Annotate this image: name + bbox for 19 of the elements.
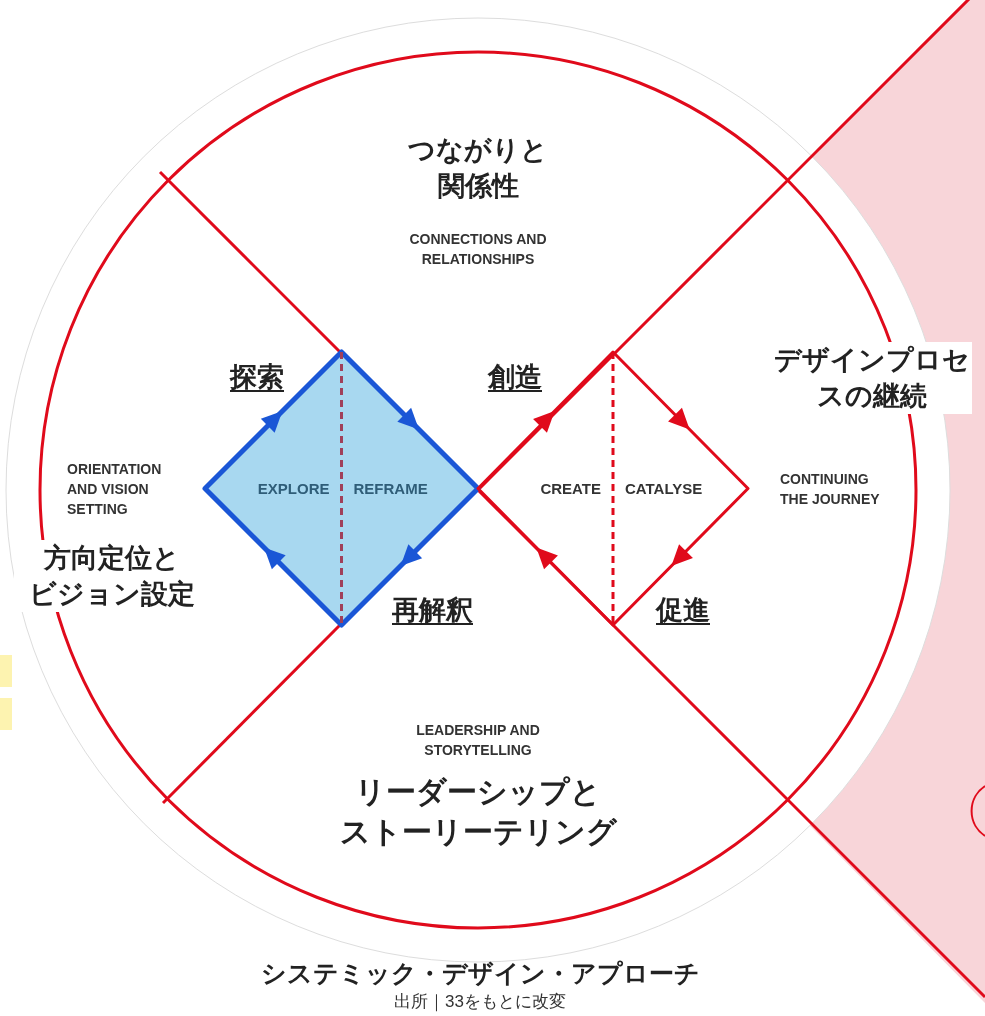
section-heading: つながりと関係性 <box>407 134 549 203</box>
process-diamond <box>205 352 478 625</box>
phase-heading: 探索 <box>230 361 284 394</box>
section-subheading: LEADERSHIP AND STORYTELLING <box>415 721 541 760</box>
phase-label: REFRAME <box>353 480 428 498</box>
process-diamond <box>478 352 748 625</box>
source-caption: 出所｜33をもとに改変 <box>393 991 567 1014</box>
section-heading: デザインプロセスの継続 <box>772 342 972 414</box>
section-subheading: ORIENTATION AND VISION SETTING <box>67 460 163 519</box>
diagram-title: システミック・デザイン・アプローチ <box>259 958 701 989</box>
phase-heading: 再解釈 <box>392 594 473 627</box>
section-subheading: CONTINUING THE JOURNEY <box>780 470 881 509</box>
phase-label: CREATE <box>540 480 601 498</box>
section-heading: リーダーシップとストーリーテリング <box>338 774 618 850</box>
phase-heading: 創造 <box>488 361 542 394</box>
section-subheading: CONNECTIONS AND RELATIONSHIPS <box>408 230 548 269</box>
phase-label: CATALYSE <box>625 480 703 498</box>
phase-label: EXPLORE <box>257 480 330 498</box>
phase-heading: 促進 <box>656 594 710 627</box>
